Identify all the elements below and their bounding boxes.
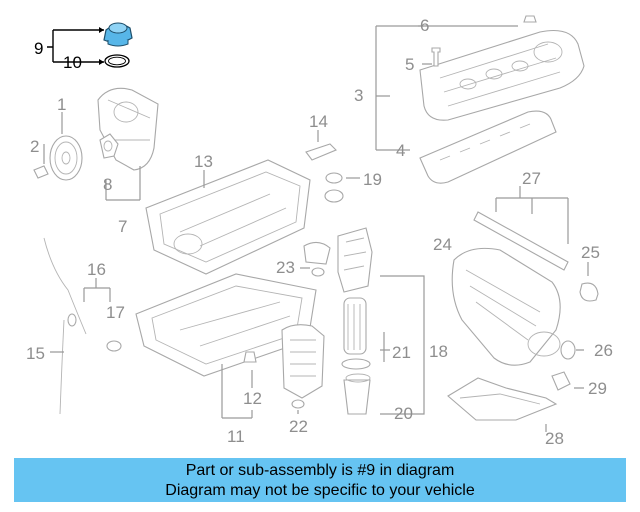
seal-ring-part-10	[104, 54, 130, 68]
callout-25: 25	[581, 243, 600, 262]
callout-20: 20	[394, 404, 413, 423]
bracket-part-27	[473, 211, 569, 271]
seal-part-8	[99, 133, 119, 159]
banner-line-part-number: Part or sub-assembly is #9 in diagram	[185, 462, 455, 479]
oil-cooler-part-22	[281, 324, 325, 409]
callout-1: 1	[57, 95, 66, 114]
callout-4: 4	[396, 141, 405, 160]
seal-part-25	[579, 282, 599, 302]
callout-27: 27	[522, 169, 541, 188]
filter-housing-part-18	[337, 227, 373, 293]
callout-11: 11	[227, 427, 245, 446]
callout-9[interactable]: 9	[34, 39, 43, 58]
callout-labels: 1 2 3 4 5 6 7 8 9 10 11 12 13 14 15 16 1…	[26, 16, 613, 448]
clamp-part-19	[324, 172, 344, 203]
callout-3: 3	[354, 86, 363, 105]
sensor-part-29	[551, 371, 571, 391]
dipstick-part-15	[43, 237, 87, 415]
callout-5: 5	[405, 55, 414, 74]
callout-29: 29	[588, 379, 607, 398]
callout-15: 15	[26, 344, 45, 363]
callout-28: 28	[545, 429, 564, 448]
callout-16: 16	[87, 260, 106, 279]
heat-shield-part-28	[447, 377, 558, 421]
callout-22: 22	[289, 417, 308, 436]
callout-26: 26	[594, 341, 613, 360]
callout-2: 2	[30, 137, 39, 156]
seal-part-17	[106, 340, 122, 352]
info-banner: Part or sub-assembly is #9 in diagram Di…	[14, 458, 626, 502]
pulley-part-1	[49, 135, 83, 181]
callout-17: 17	[106, 303, 125, 322]
valve-cover-part-3	[419, 29, 585, 121]
callout-10: 10	[63, 53, 82, 72]
callout-6: 6	[420, 16, 429, 35]
callout-24: 24	[433, 235, 452, 254]
oil-pan-upper-part-13	[145, 159, 311, 275]
sensor-part-6	[523, 15, 537, 23]
oil-filler-cap-part-9[interactable]	[103, 22, 133, 47]
gasket-part-26	[560, 340, 576, 360]
bolt-part-5	[431, 47, 441, 67]
callout-8: 8	[103, 175, 112, 194]
callout-12: 12	[243, 389, 262, 408]
gasket-part-4	[419, 110, 557, 184]
callout-7: 7	[118, 217, 127, 236]
gasket-part-23	[303, 241, 331, 277]
bolt-part-2	[33, 165, 49, 179]
callout-18: 18	[429, 342, 448, 361]
callout-21: 21	[392, 343, 411, 362]
drain-plug-part-12	[243, 351, 257, 363]
callout-14: 14	[309, 112, 328, 131]
intake-manifold-part-24	[451, 247, 561, 366]
banner-line-disclaimer: Diagram may not be specific to your vehi…	[165, 482, 475, 499]
callout-19: 19	[363, 170, 382, 189]
callout-23: 23	[276, 258, 295, 277]
filter-cap-part-20	[341, 358, 371, 415]
strainer-part-14	[305, 143, 337, 161]
callout-13: 13	[194, 152, 213, 171]
filter-element-part-21	[343, 297, 367, 355]
